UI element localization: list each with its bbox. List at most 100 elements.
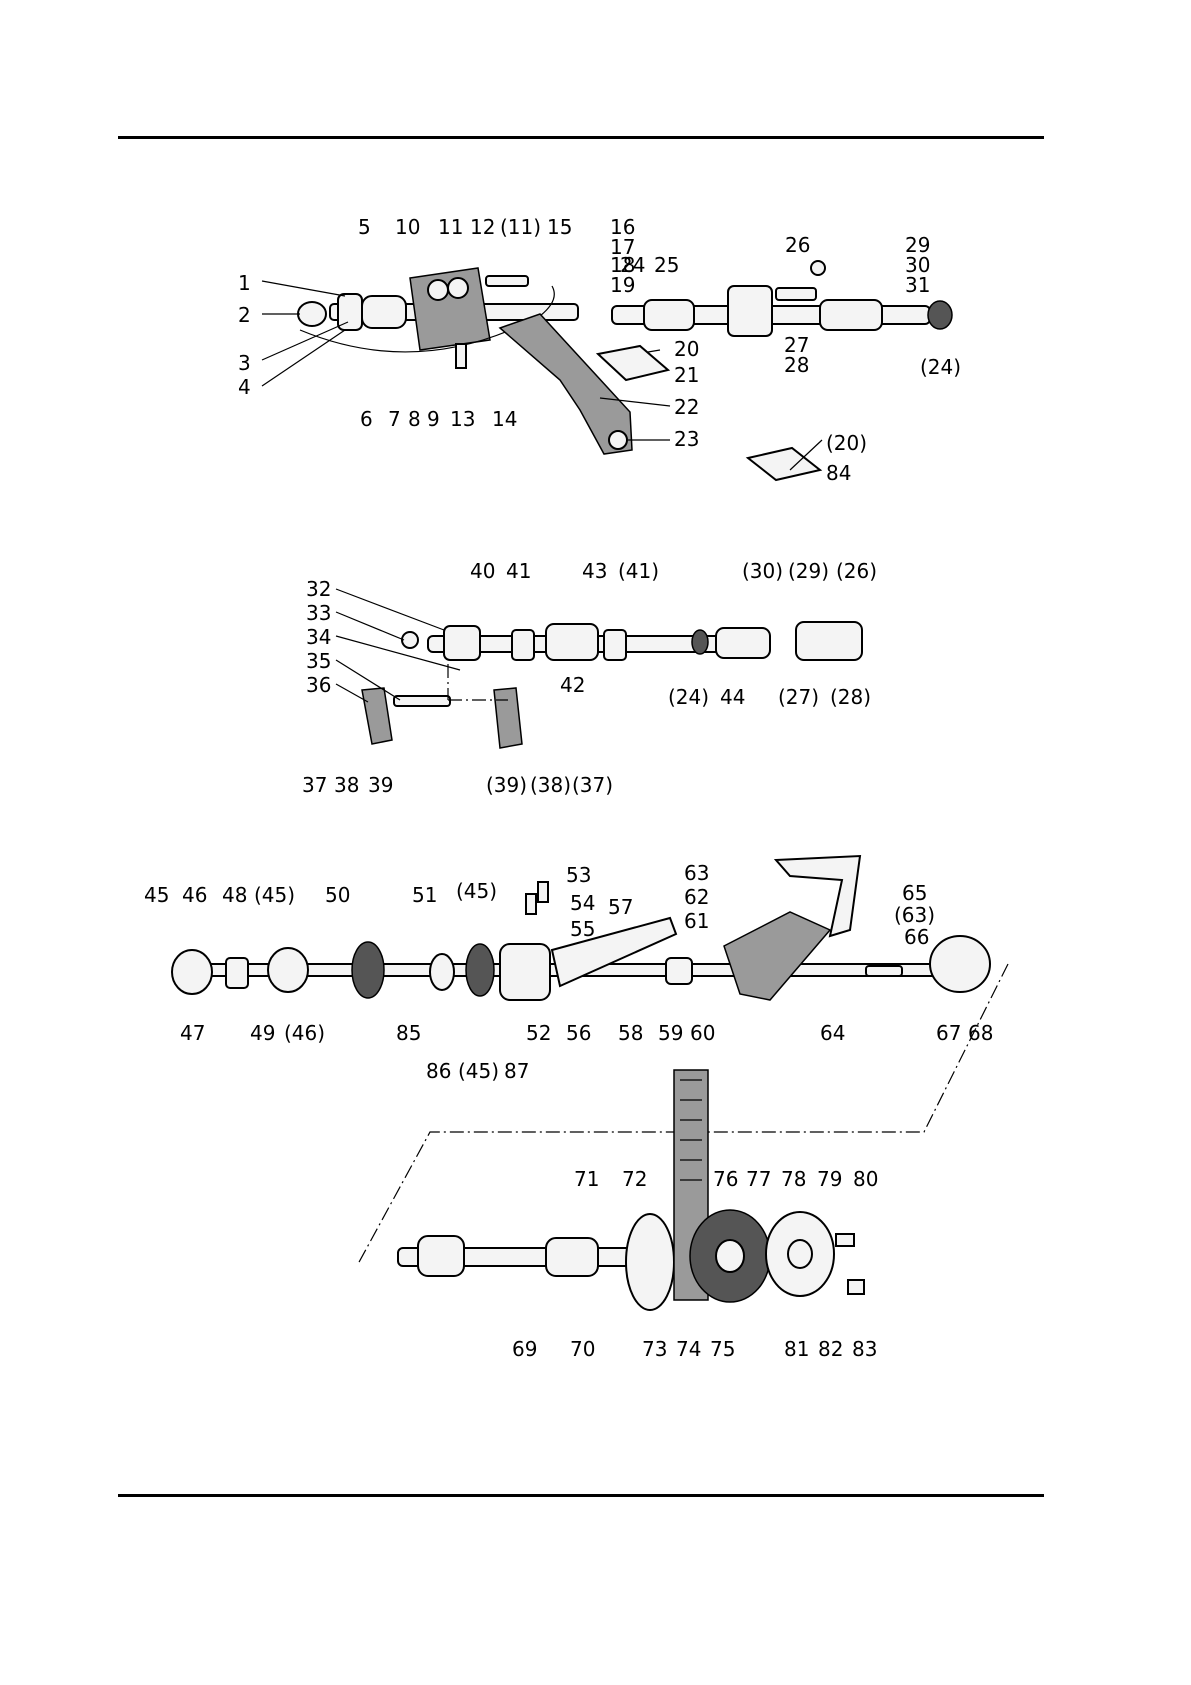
- part-number-label: 84: [826, 461, 851, 485]
- bushing: [361, 295, 407, 329]
- part-number-label: 44: [720, 685, 745, 709]
- roller: [447, 277, 469, 299]
- part-number-label: 51: [412, 883, 437, 907]
- part-number-label: 23: [674, 427, 699, 451]
- crank-67: [929, 935, 991, 993]
- part-number-label: (26): [836, 559, 877, 583]
- part-number-label: (39): [486, 773, 527, 797]
- coupling-49: [267, 947, 309, 993]
- part-number-label: 27: [784, 333, 809, 357]
- part-number-label: 7: [388, 407, 401, 431]
- part-number-label: 31: [905, 273, 930, 297]
- bushing-43: [545, 623, 599, 661]
- part-number-label: 60: [690, 1021, 715, 1045]
- part-number-label: 78: [781, 1167, 806, 1191]
- part-number-label: 59: [658, 1021, 683, 1045]
- collar-41: [511, 629, 535, 661]
- part-number-label: 25: [654, 253, 679, 277]
- part-number-label: 13: [450, 407, 475, 431]
- plate-21: [595, 344, 671, 382]
- part-number-label: (11): [500, 215, 541, 239]
- screw-83: [847, 1279, 865, 1295]
- part-number-label: 28: [784, 353, 809, 377]
- part-number-label: 14: [492, 407, 517, 431]
- collar-69: [545, 1237, 599, 1277]
- part-number-label: 48: [222, 883, 247, 907]
- part-number-label: 9: [427, 407, 440, 431]
- part-number-label: 30: [905, 253, 930, 277]
- bushing-25: [643, 299, 695, 331]
- part-number-label: 70: [570, 1337, 595, 1361]
- lever-arm: [498, 313, 633, 455]
- part-number-label: 43: [582, 559, 607, 583]
- part-number-label: 40: [470, 559, 495, 583]
- crank-27: [727, 285, 773, 337]
- part-number-label: 2: [238, 303, 251, 327]
- part-number-label: (24): [668, 685, 709, 709]
- crank-32: [443, 625, 481, 661]
- part-number-label: 6: [360, 407, 373, 431]
- crank-28: [795, 621, 863, 661]
- part-number-label: 5: [358, 215, 371, 239]
- part-number-label: 8: [408, 407, 421, 431]
- part-number-label: (27): [778, 685, 819, 709]
- lever-pivot: [608, 430, 628, 450]
- pulley-hub: [715, 1239, 745, 1273]
- part-number-label: 64: [820, 1021, 845, 1045]
- part-number-label: 87: [504, 1059, 529, 1083]
- part-number-label: 24: [620, 253, 645, 277]
- part-number-label: 11: [438, 215, 463, 239]
- disc-72: [625, 1213, 675, 1311]
- part-number-label: 29: [905, 233, 930, 257]
- part-number-label: 68: [968, 1021, 993, 1045]
- part-number-label: 81: [784, 1337, 809, 1361]
- part-number-label: 79: [817, 1167, 842, 1191]
- part-number-label: 18: [610, 253, 635, 277]
- spring-54b: [537, 881, 549, 903]
- part-number-label: 71: [574, 1167, 599, 1191]
- part-number-label: (45): [458, 1059, 499, 1083]
- part-number-label: 66: [904, 925, 929, 949]
- part-number-label: 69: [512, 1337, 537, 1361]
- part-number-label: 3: [238, 351, 251, 375]
- part-number-label: 39: [368, 773, 393, 797]
- part-number-label: (45): [456, 879, 497, 903]
- part-number-label: 22: [674, 395, 699, 419]
- part-number-label: 52: [526, 1021, 551, 1045]
- shaft-cap: [297, 301, 327, 327]
- pin-30: [775, 287, 817, 301]
- part-number-label: 36: [306, 673, 331, 697]
- group-b-middle-shaft: [335, 588, 863, 749]
- part-number-label: (46): [284, 1021, 325, 1045]
- part-number-label: 72: [622, 1167, 647, 1191]
- part-number-label: 32: [306, 577, 331, 601]
- top-rule: [118, 136, 1044, 139]
- part-number-label: (38): [530, 773, 571, 797]
- gear-50: [351, 941, 385, 999]
- bottom-rule: [118, 1494, 1044, 1497]
- part-number-label: 53: [566, 863, 591, 887]
- part-number-label: 46: [182, 883, 207, 907]
- part-number-label: 41: [506, 559, 531, 583]
- part-number-label: 74: [676, 1337, 701, 1361]
- part-number-label: (30): [742, 559, 783, 583]
- part-number-label: 65: [902, 881, 927, 905]
- part-number-label: 21: [674, 363, 699, 387]
- collar-47: [171, 949, 213, 995]
- plate-84: [745, 446, 823, 482]
- part-number-label: 4: [238, 375, 251, 399]
- coupling-48: [225, 957, 249, 989]
- part-number-label: 63: [684, 861, 709, 885]
- part-number-label: 15: [547, 215, 572, 239]
- bushing-44: [715, 627, 771, 659]
- part-number-label: (45): [254, 883, 295, 907]
- part-number-label: 76: [713, 1167, 738, 1191]
- bracket-block: [409, 267, 491, 351]
- part-number-label: 75: [710, 1337, 735, 1361]
- part-number-label: 54: [570, 891, 595, 915]
- part-number-label: 50: [325, 883, 350, 907]
- collar-24: [691, 629, 709, 655]
- part-number-label: 38: [334, 773, 359, 797]
